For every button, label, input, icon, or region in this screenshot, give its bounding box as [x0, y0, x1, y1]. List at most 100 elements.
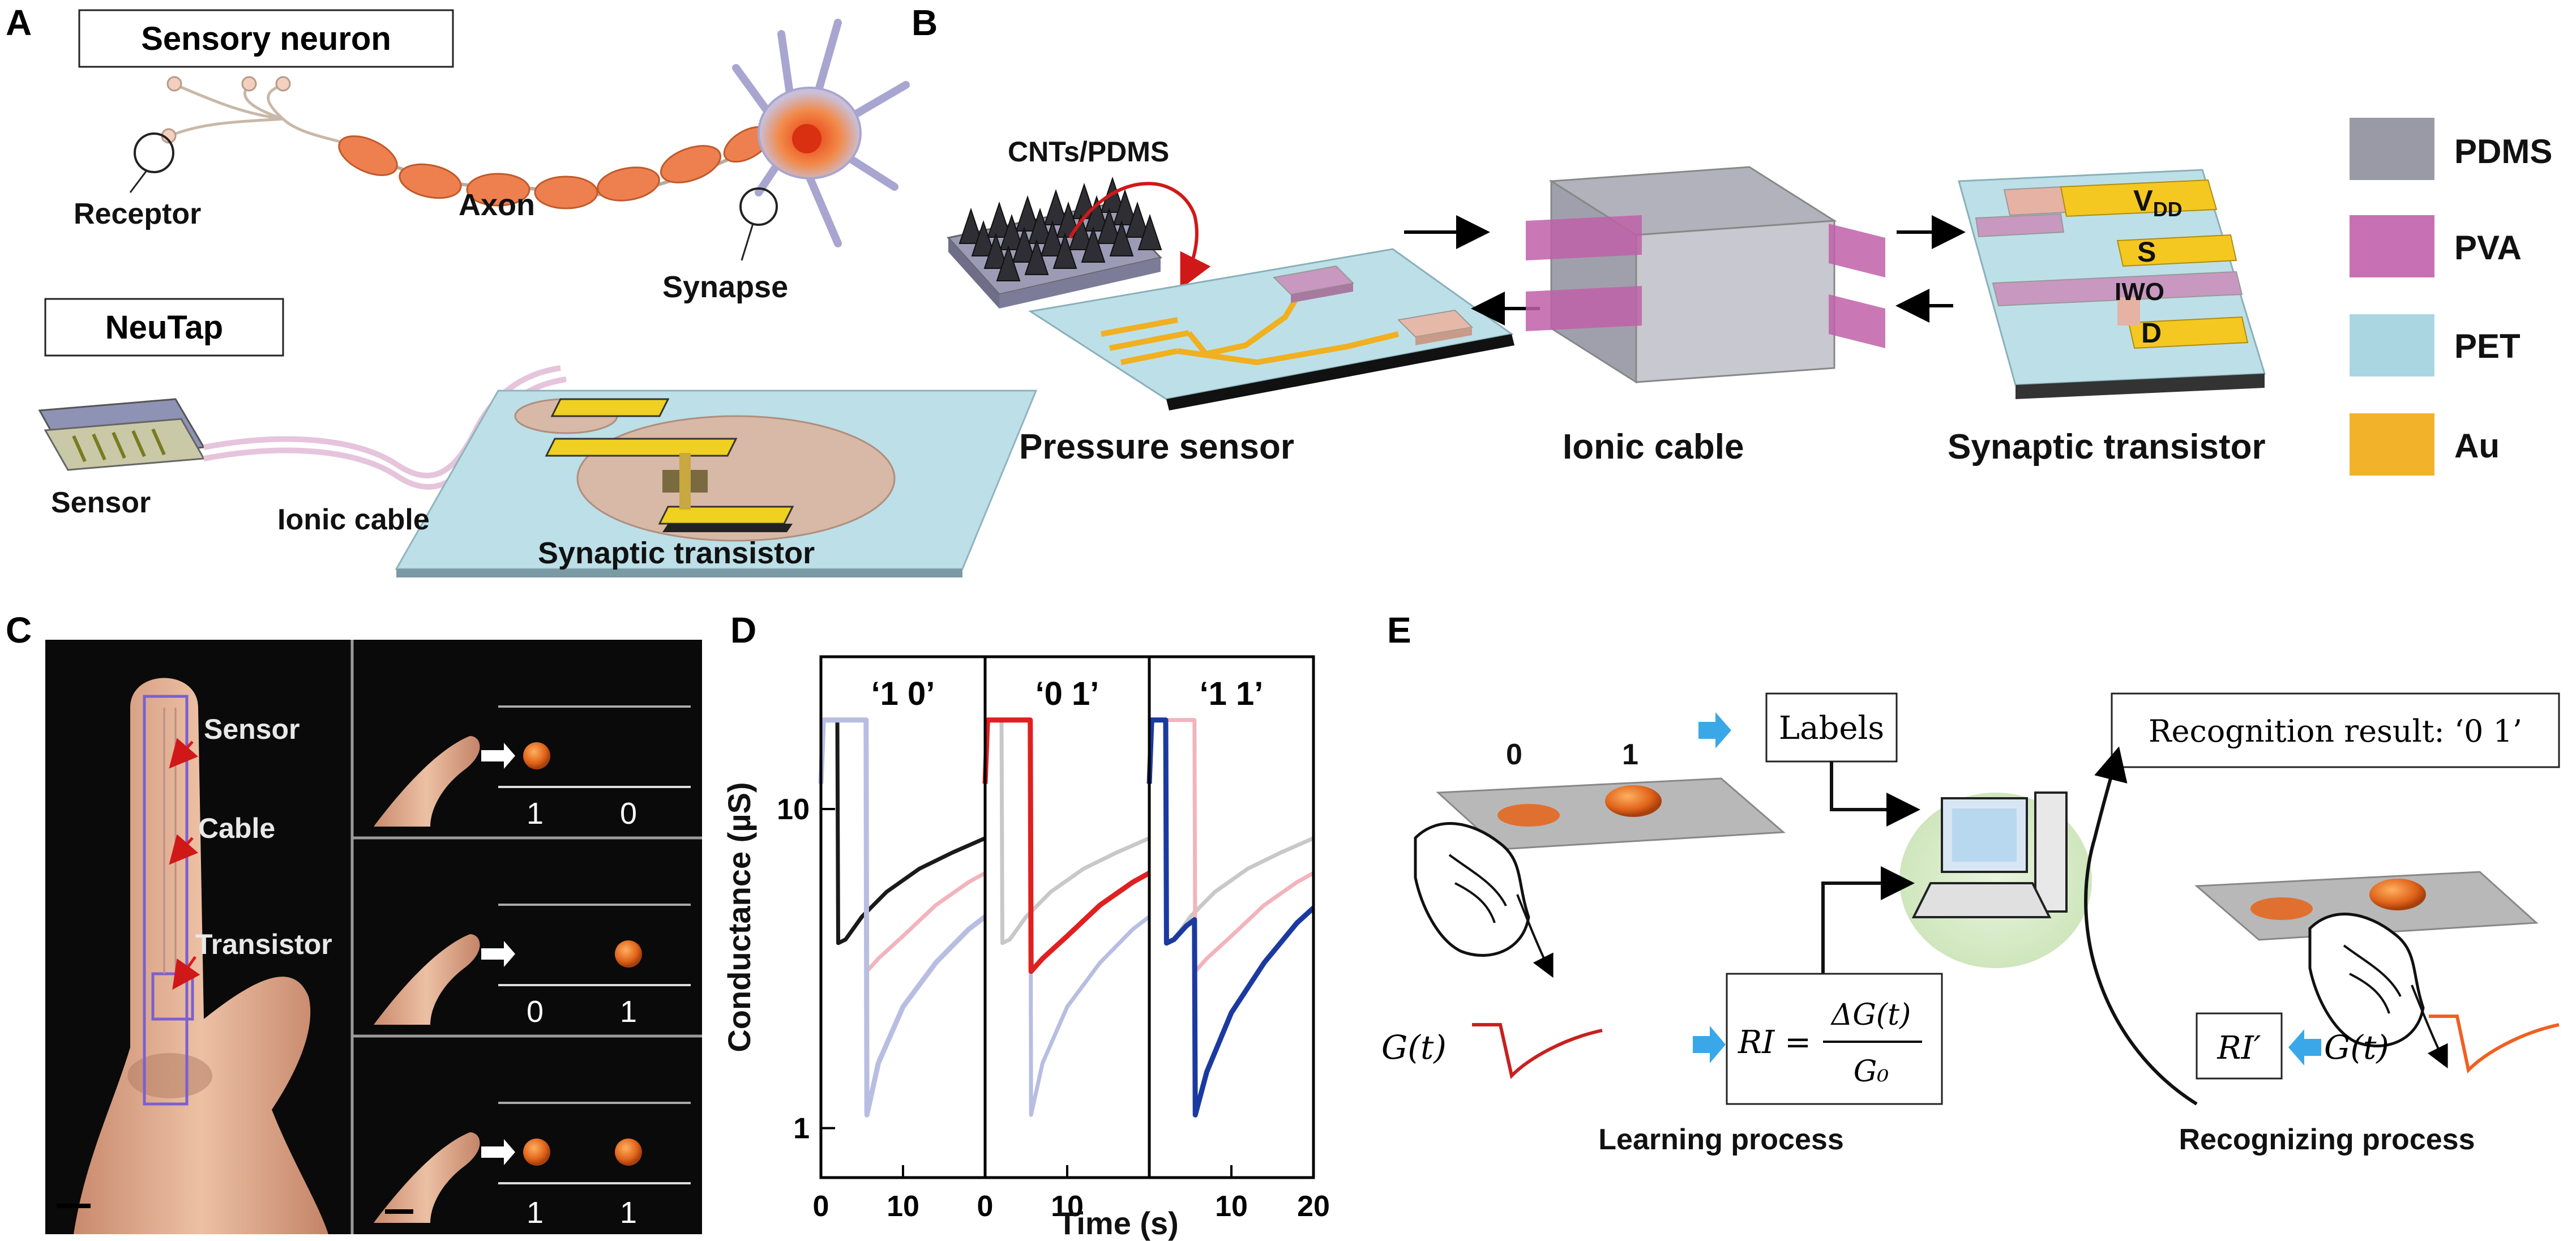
bump-ball	[615, 1139, 642, 1166]
y-axis-label: Conductance (µS)	[721, 782, 757, 1052]
code-digit: 1	[527, 797, 544, 831]
ionic-cable-label: Ionic cable	[277, 503, 430, 536]
legend-label: Au	[2454, 427, 2500, 465]
digit-one-label: 1	[1622, 738, 1638, 771]
recognizing-signal-trace	[2429, 1015, 2560, 1074]
digit-zero-label: 0	[1506, 738, 1522, 771]
bump-ball	[523, 1139, 550, 1166]
series-line	[983, 718, 1150, 945]
touch-frame-1: 1 0	[374, 705, 691, 831]
panel-a: A Sensory neuron Receptor Ax	[6, 2, 1038, 577]
legend-swatch	[2350, 314, 2434, 376]
cnt-pyramid	[1052, 232, 1077, 269]
recognizing-hand	[2308, 913, 2448, 1069]
recognition-result-text: Recognition result: ‘0 1’	[2149, 713, 2522, 749]
panel-label-b: B	[912, 2, 938, 43]
blue-arrow-to-ri	[1693, 1026, 1726, 1063]
recognition-result-box	[2111, 692, 2560, 768]
receptor-pointer	[129, 169, 148, 193]
cnt-pyramid	[1043, 189, 1068, 225]
ri-prime-box	[2196, 1012, 2283, 1080]
touch-arrow	[481, 1139, 515, 1165]
panel-label-e: E	[1387, 610, 1411, 651]
gt-label-learning: G(t)	[1381, 1028, 1447, 1067]
blue-arrow-to-ri-prime	[2288, 1029, 2321, 1065]
cnt-pyramid	[1084, 195, 1109, 232]
ri-to-computer-arrow	[1821, 866, 1915, 974]
synapse-marker-circle	[739, 187, 778, 226]
receptor-endings	[161, 76, 291, 144]
legend-label: PVA	[2454, 229, 2522, 267]
finger-photo	[57, 678, 328, 1234]
touch-frame-3: 1 1	[374, 1102, 691, 1230]
subplot-title: ‘1 0’	[871, 675, 935, 712]
cnt-pyramid	[1112, 189, 1137, 225]
series-line	[1147, 718, 1315, 945]
x-tick-label: 10	[887, 1190, 919, 1223]
legend-item-pdms: PDMS	[2350, 118, 2552, 180]
cnt-pyramid	[987, 201, 1012, 238]
y-tick-label: 10	[777, 793, 810, 826]
cnt-pyramid	[996, 245, 1021, 281]
cnt-pyramid	[999, 213, 1024, 250]
learning-hand	[1414, 822, 1554, 978]
source-label: S	[2137, 236, 2156, 268]
receptor-dendrites	[169, 83, 340, 143]
cnts-transfer-arrow	[1068, 182, 1211, 289]
cnt-pyramid	[1097, 207, 1122, 244]
synaptic-transistor-b-label: Synaptic transistor	[1948, 427, 2266, 467]
subplot-title: ‘0 1’	[1035, 675, 1099, 712]
legend-swatch	[2350, 413, 2434, 476]
touch-arrow	[481, 941, 515, 967]
axon-label: Axon	[459, 188, 535, 222]
ri-prime-text: RI′	[2217, 1030, 2261, 1067]
cnt-pyramid	[971, 220, 996, 256]
legend-label: PET	[2454, 327, 2521, 365]
transistor-photo-arrow	[172, 956, 200, 990]
learning-process-label: Learning process	[1598, 1123, 1843, 1156]
ri-formula-denominator: G₀	[1854, 1055, 1889, 1089]
panel-c: C Sensor Cable Transistor 1 0	[6, 610, 702, 1234]
panel-label-a: A	[6, 2, 32, 43]
subplot-title: ‘1 1’	[1200, 675, 1264, 712]
labels-box	[1765, 692, 1898, 763]
ri-formula-numerator: ΔG(t)	[1830, 998, 1911, 1032]
recognizing-tablet	[2194, 871, 2539, 941]
subplot-frame	[983, 655, 1151, 1179]
cnt-pyramid	[1081, 226, 1106, 263]
code-digit: 1	[620, 1196, 637, 1230]
panel-label-d: D	[730, 610, 756, 651]
pressure-sensor-label: Pressure sensor	[1019, 427, 1294, 467]
myelin-segments	[338, 126, 772, 209]
x-tick-label: 0	[813, 1190, 829, 1223]
synapse-pointer	[741, 223, 754, 261]
cnt-pyramid	[1125, 201, 1150, 238]
cnt-pyramid	[1012, 226, 1037, 263]
ionic-cable-stack	[1526, 166, 1885, 384]
labels-text: Labels	[1779, 710, 1884, 747]
cnt-pyramid	[1015, 195, 1040, 232]
bump-ball	[523, 742, 550, 769]
cnt-pyramid	[958, 207, 983, 244]
y-tick-label: 1	[793, 1112, 810, 1145]
legend-item-pva: PVA	[2350, 215, 2522, 277]
cnt-pyramid	[1040, 220, 1065, 256]
photo-transistor-label: Transistor	[195, 928, 332, 960]
bump-ball	[615, 940, 642, 968]
panel-e: E 0 1 Labels Recognition result: ‘0 1’	[1381, 610, 2560, 1156]
blue-arrow-to-labels	[1698, 712, 1731, 748]
subplot-frame	[1148, 655, 1315, 1179]
labels-to-computer-arrow	[1830, 761, 1920, 827]
cnt-pyramid	[1028, 207, 1052, 244]
learning-signal-trace	[1472, 1023, 1603, 1079]
recognizing-process-label: Recognizing process	[2179, 1123, 2475, 1156]
cnt-pyramid	[1109, 220, 1134, 256]
feedback-loop-arrow	[2084, 746, 2198, 1106]
panel-label-c: C	[6, 610, 32, 651]
sensory-neuron-box	[78, 9, 454, 68]
touch-frame-2: 0 1	[374, 904, 691, 1029]
ri-formula-lhs: RI =	[1738, 1024, 1811, 1061]
